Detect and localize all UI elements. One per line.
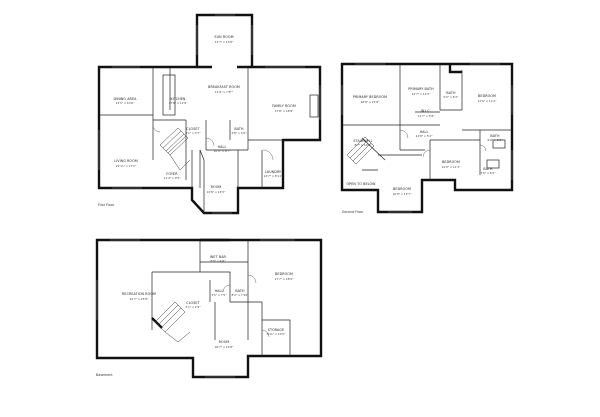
room-dims-hall1: 10'4" x 8'7" (214, 149, 232, 153)
room-name-bath-se: BATH (483, 167, 493, 171)
room-name-primary-bed: PRIMARY BEDROOM (353, 95, 387, 99)
room-dims-room-b: 16'7" x 14'8" (215, 345, 235, 349)
room-name-closet-b: CLOSET (186, 301, 200, 305)
second-floor-stairs (346, 136, 375, 165)
second-floor-exterior-wall (340, 62, 514, 214)
room-name-bath-b: BATH (235, 289, 245, 293)
room-dims-bedroom-ne: 11'6" x 11'2" (478, 99, 498, 103)
room-dims-bath-small: 5'0" x 6'2" (443, 95, 459, 99)
room-dims-closet1: 4'1" x 3'7" (185, 131, 201, 135)
room-name-kitchen: KITCHEN (171, 97, 186, 101)
room-dims-dining: 13'5" x 10'6" (116, 101, 136, 105)
room-dims-kitchen: 17'6" x 11'6" (169, 101, 189, 105)
room-dims-room1: 12'8" x 14'5" (207, 190, 227, 194)
room-name-bedroom-s: BEDROOM (393, 187, 411, 191)
room-dims-breakfast: 11'6" x 7'8"" (215, 90, 234, 94)
room-dims-storage: 8'11" x 10'5" (267, 332, 287, 336)
first-floor-stairs (159, 127, 191, 171)
room-name-foyer: FOYER (166, 172, 178, 176)
room-name-bath-e: BATH (490, 134, 500, 138)
room-name-hall-b: HALL (215, 289, 224, 293)
room-name-stairwell: STAIRWELL (353, 139, 372, 143)
room-dims-primary-bath: 12'7" x 11'5" (412, 92, 432, 96)
room-name-bedroom-mid: BEDROOM (442, 160, 460, 164)
room-dims-family: 17'8" x 18'8" (275, 109, 295, 113)
first-floor-plan: SUN ROOM 13'7" x 13'8" BREAKFAST ROOM 11… (97, 13, 322, 215)
room-name-room-b: ROOM (219, 340, 230, 344)
room-name-laundry: LAUNDRY (265, 170, 282, 174)
room-dims-bedroom-s: 10'8" x 13'7" (393, 192, 413, 196)
room-dims-sun: 13'7" x 13'8" (215, 40, 235, 44)
room-name-open-below: OPEN TO BELOW (346, 182, 376, 186)
room-name-bath1: BATH (234, 127, 244, 131)
room-name-sun: SUN ROOM (214, 35, 233, 39)
room-name-primary-bath: PRIMARY BATH (408, 87, 434, 91)
room-name-hall2: HALL (420, 130, 429, 134)
room-name-wic: W.I.C. (421, 109, 431, 113)
room-dims-hall2: 14'8" x 5'2" (416, 134, 434, 138)
room-name-recreation: RECREATION ROOM (122, 292, 156, 296)
room-name-hall1: HALL (218, 145, 227, 149)
room-dims-wic: 11'7" x 5'8" (418, 114, 436, 118)
basement-exterior-wall (95, 238, 323, 379)
room-name-wet-bar: WET BAR (210, 255, 227, 259)
room-name-closet1: CLOSET (186, 127, 200, 131)
room-name-family: FAMILY ROOM (272, 104, 296, 108)
basement-label: Basement (96, 373, 113, 377)
room-dims-foyer: 11'4" x 9'5" (164, 176, 182, 180)
room-name-living: LIVING ROOM (114, 159, 138, 163)
room-dims-bedroom-mid: 12'0" x 11'3" (442, 165, 462, 169)
second-floor-plan: PRIMARY BEDROOM 16'8" x 21'8" PRIMARY BA… (340, 62, 514, 214)
room-dims-living: 19'11" x 17'2" (116, 164, 137, 168)
room-name-breakfast: BREAKFAST ROOM (208, 85, 240, 89)
room-name-storage: STORAGE (268, 328, 284, 332)
room-dims-bath1: 4'8" x 4'0" (231, 131, 247, 135)
basement-stairs (154, 301, 191, 343)
room-dims-primary-bed: 16'8" x 21'8" (361, 100, 381, 104)
first-floor-exterior-wall (97, 13, 322, 215)
room-name-dining: DINING AREA (113, 97, 137, 101)
basement-plan: WET BAR 8'8" x 4'9" BEDROOM 17'7" x 18'9… (95, 238, 323, 379)
room-dims-closet-b: 3'1" x 2'9" (185, 305, 201, 309)
room-dims-bath-e: 9'0" x 8'0" (487, 138, 503, 142)
second-floor-label: Second Floor (342, 210, 364, 214)
room-dims-recreation: 22'7" x 25'8" (130, 297, 150, 301)
room-name-bedroom-b: BEDROOM (275, 272, 293, 276)
room-name-bath-small: BATH (446, 91, 456, 95)
room-name-bedroom-ne: BEDROOM (478, 94, 496, 98)
room-dims-stairwell: 8'7" x 14'7" (355, 143, 373, 147)
room-name-room1: ROOM (211, 185, 222, 189)
room-dims-laundry: 12'7" x 8'11" (264, 174, 284, 178)
room-dims-bath-se: 7'6" x 6'2" (480, 171, 496, 175)
room-dims-bedroom-b: 17'7" x 18'9" (275, 277, 295, 281)
room-dims-hall-b: 3'5" x 7'5" (211, 293, 227, 297)
room-dims-bath-b: 8'2" x 7'10" (232, 293, 250, 297)
first-floor-label: First Floor (98, 203, 115, 207)
room-dims-wet-bar: 8'8" x 4'9" (210, 259, 226, 263)
